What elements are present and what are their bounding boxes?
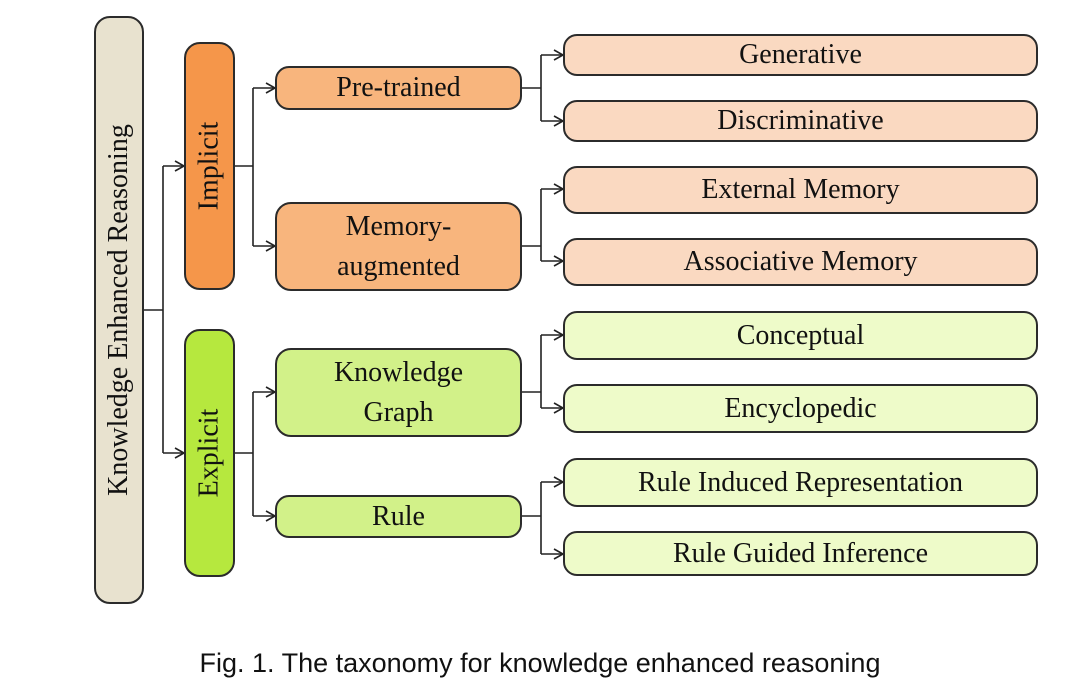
leaf-discriminative: Discriminative: [563, 100, 1038, 142]
memory-augmented-label-line1: Memory-: [345, 210, 452, 242]
leaf-external-memory: External Memory: [563, 166, 1038, 214]
rule-node: Rule: [275, 495, 522, 538]
leaf-label: Conceptual: [736, 319, 865, 351]
rule-label: Rule: [372, 500, 425, 532]
explicit-label: Explicit: [193, 408, 225, 498]
leaf-generative: Generative: [563, 34, 1038, 76]
leaf-encyclopedic: Encyclopedic: [563, 384, 1038, 433]
leaf-label: Encyclopedic: [724, 392, 877, 424]
leaf-rule-guided-inference: Rule Guided Inference: [563, 531, 1038, 576]
pretrained-label: Pre-trained: [336, 72, 461, 103]
leaf-label: Associative Memory: [683, 246, 918, 277]
memory-augmented-label-line2: augmented: [337, 250, 460, 282]
leaf-label: Rule Guided Inference: [673, 537, 928, 569]
knowledge-graph-label-line2: Graph: [363, 396, 434, 428]
leaf-associative-memory: Associative Memory: [563, 238, 1038, 286]
explicit-node: Explicit: [184, 329, 235, 577]
implicit-node: Implicit: [184, 42, 235, 290]
leaf-label: External Memory: [701, 174, 900, 205]
implicit-label: Implicit: [193, 121, 225, 211]
memory-augmented-node: Memory- augmented: [275, 202, 522, 291]
root-node: Knowledge Enhanced Reasoning: [94, 16, 144, 604]
leaf-conceptual: Conceptual: [563, 311, 1038, 360]
figure-caption: Fig. 1. The taxonomy for knowledge enhan…: [199, 648, 881, 678]
knowledge-graph-node: Knowledge Graph: [275, 348, 522, 437]
leaf-rule-induced-representation: Rule Induced Representation: [563, 458, 1038, 507]
leaf-label: Rule Induced Representation: [637, 466, 963, 498]
leaf-label: Generative: [739, 39, 862, 70]
knowledge-graph-label-line1: Knowledge: [333, 356, 464, 388]
pretrained-node: Pre-trained: [275, 66, 522, 110]
root-label: Knowledge Enhanced Reasoning: [103, 124, 135, 496]
leaf-label: Discriminative: [717, 105, 884, 136]
